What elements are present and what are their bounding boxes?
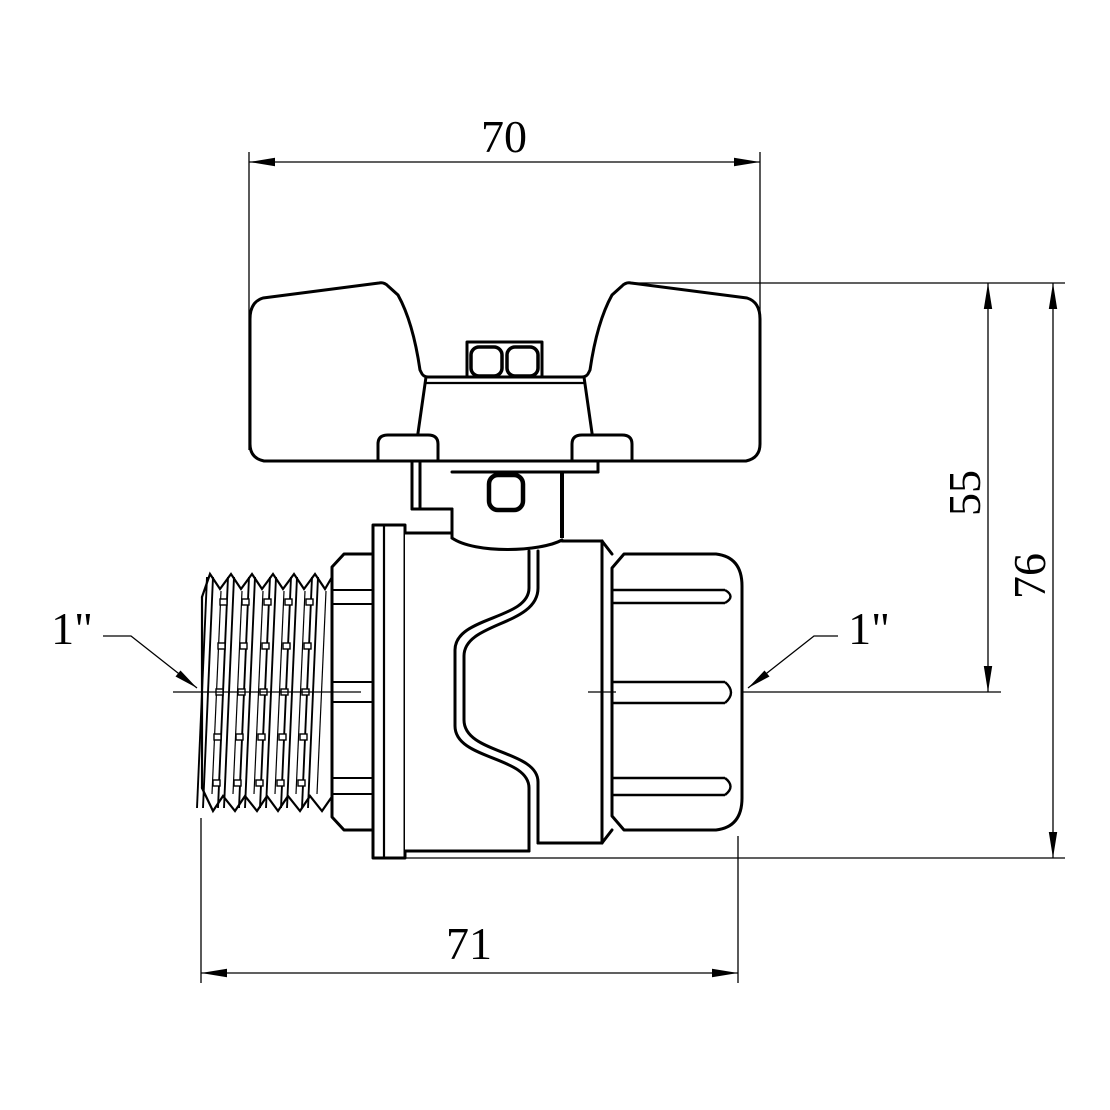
left-thread-label: 1" bbox=[51, 603, 93, 654]
body-parting-curve-outer bbox=[453, 549, 531, 853]
handle-boss-left bbox=[376, 433, 440, 463]
dim-71-label: 71 bbox=[446, 918, 492, 969]
left-hex-facet-lines bbox=[332, 589, 374, 795]
leader-arrow-icon bbox=[748, 670, 770, 688]
right-thread-label: 1" bbox=[848, 603, 890, 654]
dim-70-label: 70 bbox=[481, 111, 527, 162]
dim-top-width: 70 bbox=[248, 111, 761, 450]
right-hex-chamfer-arcs bbox=[724, 588, 733, 796]
thread-top-profile bbox=[200, 571, 334, 599]
handle-outline bbox=[248, 281, 762, 463]
arrow-right-icon bbox=[712, 968, 738, 978]
body-bottom-chamfer bbox=[600, 828, 614, 845]
arrow-left-icon bbox=[249, 157, 275, 167]
right-hex-outline bbox=[610, 552, 744, 832]
annotations: 70 55 76 71 1" bbox=[51, 111, 1065, 983]
arrow-down-icon bbox=[1048, 832, 1058, 858]
stem-nut-facet-left bbox=[469, 345, 504, 378]
arrow-down-icon bbox=[983, 666, 993, 692]
arrow-right-icon bbox=[734, 157, 760, 167]
stem-dome-arc bbox=[450, 536, 564, 551]
stem-packing bbox=[410, 459, 600, 540]
arrow-up-icon bbox=[1048, 283, 1058, 309]
right-hex-facet-lines bbox=[612, 588, 725, 797]
body-fill bbox=[405, 533, 602, 851]
stem-nut-facet-right bbox=[505, 345, 540, 378]
body-parting-curve-inner bbox=[462, 549, 540, 845]
body-top-chamfer bbox=[600, 539, 614, 556]
stem-square bbox=[486, 472, 526, 513]
dim-55-label: 55 bbox=[939, 470, 990, 516]
flange-outline bbox=[371, 523, 407, 860]
butterfly-handle bbox=[248, 281, 762, 463]
valve-body bbox=[403, 531, 614, 853]
flange bbox=[371, 523, 407, 860]
handle-boss-right bbox=[570, 433, 634, 463]
leader-left-port: 1" bbox=[51, 603, 198, 689]
dim-heights: 55 76 bbox=[405, 282, 1065, 859]
leader-arrow-icon bbox=[175, 670, 197, 688]
dim-body-length: 71 bbox=[200, 818, 739, 983]
arrow-up-icon bbox=[983, 283, 993, 309]
female-hex-end bbox=[610, 552, 744, 832]
dim-76-label: 76 bbox=[1004, 553, 1055, 599]
leader-right-port: 1" bbox=[747, 603, 890, 689]
arrow-left-icon bbox=[201, 968, 227, 978]
